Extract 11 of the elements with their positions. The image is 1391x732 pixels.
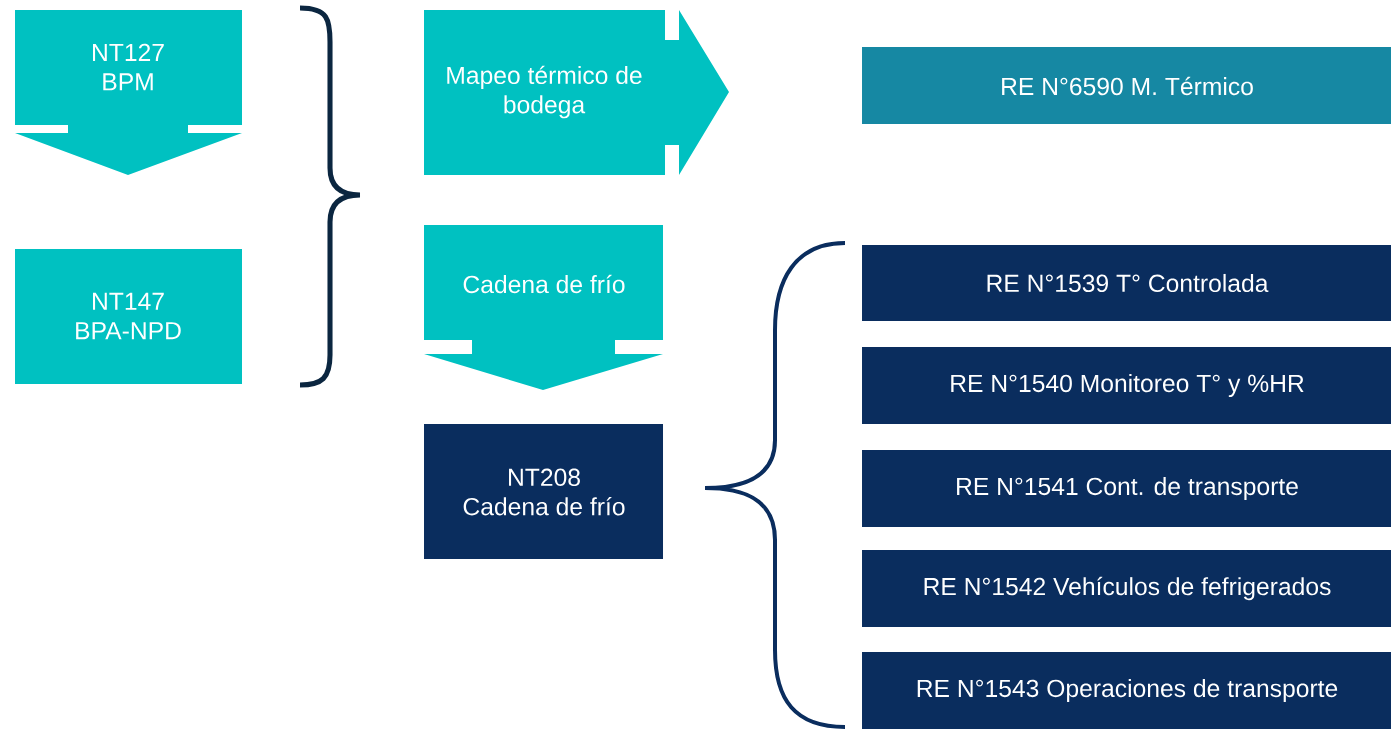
process-box: RE N°1542 Vehículos de fefrigerados — [862, 550, 1391, 627]
process-box: RE N°1540 Monitoreo T° y %HR — [862, 347, 1391, 424]
down-arrow-box: Cadena de frío — [424, 225, 663, 390]
process-box: RE N°1541 Cont. de transporte — [862, 450, 1391, 527]
process-box: NT147 BPA-NPD — [15, 249, 242, 384]
process-box: RE N°1539 T° Controlada — [862, 245, 1391, 321]
down-arrow-box: NT127 BPM — [15, 10, 242, 175]
process-box: RE N°6590 M. Térmico — [862, 47, 1391, 124]
process-box: RE N°1543 Operaciones de transporte — [862, 652, 1391, 729]
right-arrow-box: Mapeo térmico de bodega — [424, 10, 729, 175]
process-box: NT208 Cadena de frío — [424, 424, 663, 559]
